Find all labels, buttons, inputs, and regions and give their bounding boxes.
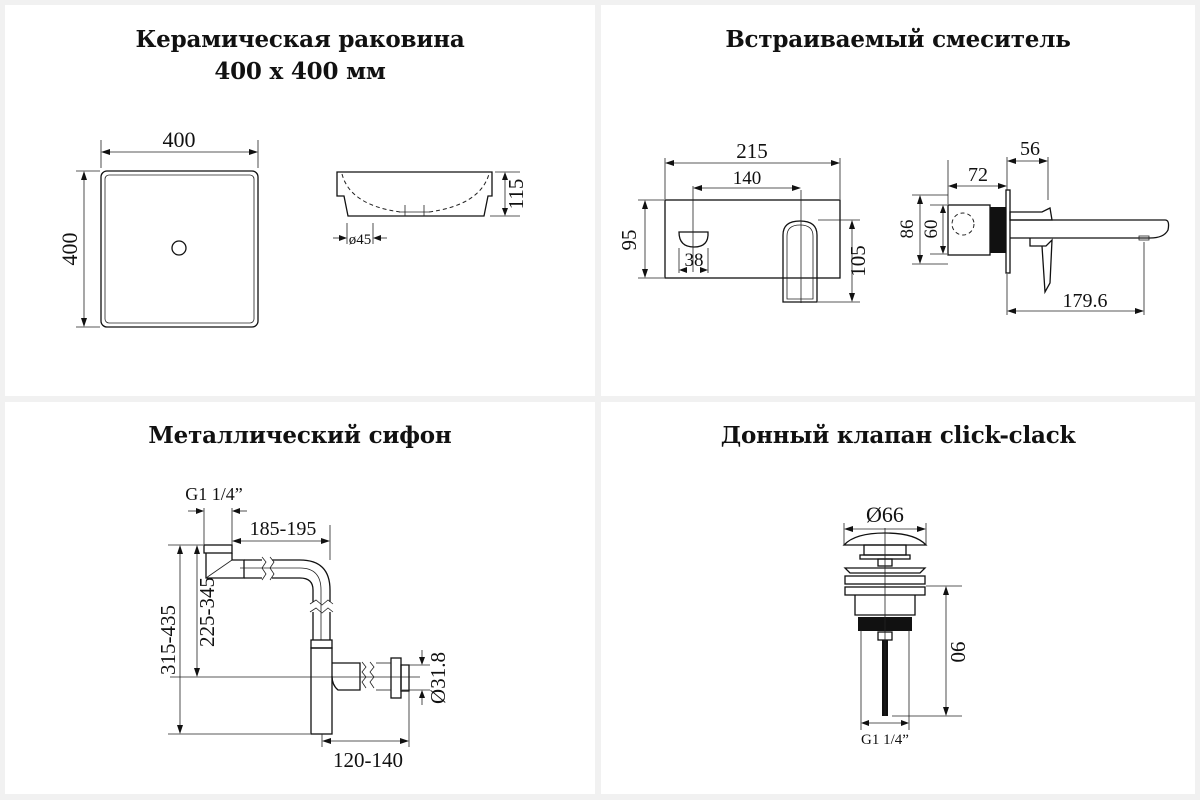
faucet-spout-height-dimension: 105: [818, 219, 870, 303]
drain-valve-cap-dimension: Ø66: [843, 502, 927, 545]
siphon-total-height-label: 315-435: [156, 605, 180, 675]
siphon-drawing: G1 1/4” 185-195 315-435: [156, 484, 450, 772]
drain-valve-length-label: 90: [946, 642, 970, 663]
faucet-inner-height-label: 60: [921, 220, 942, 239]
sink-width-dimension: 400: [100, 127, 259, 168]
drain-valve-thread-dimension: G1 1/4”: [861, 720, 909, 748]
sink-drain-dimension: ø45: [333, 223, 387, 248]
faucet-plate-width-label: 215: [736, 139, 768, 163]
siphon-reach-label: 185-195: [250, 518, 317, 540]
faucet-plate-height-label: 95: [617, 230, 641, 251]
faucet-plate-height-dimension: 95: [617, 199, 664, 279]
drain-valve-drawing: Ø66 90 G1 1/4”: [842, 502, 970, 748]
faucet-depth-dimensions: 72 56: [947, 138, 1049, 204]
siphon-panel: Металлический сифон: [5, 402, 595, 794]
sink-height-dimension: 400: [57, 170, 100, 328]
sink-panel: Керамическая раковина 400 x 400 мм 400: [5, 5, 595, 396]
sink-title: Керамическая раковина 400 x 400 мм: [5, 24, 595, 88]
sink-title-line1: Керамическая раковина: [135, 26, 465, 53]
siphon-thread-dimension: G1 1/4”: [185, 484, 247, 545]
siphon-outlet-diameter-dimension: Ø31.8: [402, 650, 450, 705]
siphon-reach-dimension: 185-195: [232, 518, 331, 560]
drain-valve-panel: Донный клапан click-clack: [601, 402, 1195, 794]
sink-width-label: 400: [163, 127, 196, 152]
sink-height-label: 400: [57, 233, 82, 266]
drain-valve-body: [842, 528, 928, 730]
siphon-wall-offset-label: 120-140: [333, 748, 403, 772]
faucet-spout-offset-dimension: 140: [693, 168, 801, 191]
siphon-total-height-dimension: 315-435: [156, 544, 310, 735]
faucet-drawing: 215 140 95 38: [617, 138, 1170, 315]
siphon-outlet-height-dimension: 225-345: [170, 545, 420, 678]
faucet-handle-width-dimension: 38: [678, 248, 709, 273]
drain-valve-thread-label: G1 1/4”: [861, 732, 909, 748]
faucet-spout-height-label: 105: [846, 245, 870, 277]
faucet-outer-height-label: 86: [897, 220, 918, 239]
faucet-spout-offset-label: 140: [733, 168, 762, 189]
sink-side-height-label: 115: [504, 179, 528, 210]
faucet-side-view: [947, 189, 1170, 295]
sink-drain-label: ø45: [349, 232, 372, 248]
drain-valve-length-dimension: 90: [892, 585, 970, 717]
faucet-plate-width-dimension: 215: [664, 139, 841, 199]
sink-side-height-dimension: 115: [490, 171, 528, 217]
siphon-thread-label: G1 1/4”: [185, 484, 243, 504]
faucet-reach-dimension: 179.6: [1006, 242, 1145, 315]
faucet-title: Встраиваемый смеситель: [725, 26, 1071, 53]
drain-valve-title: Донный клапан click-clack: [720, 422, 1076, 449]
siphon-outlet-height-label: 225-345: [195, 577, 219, 647]
drain-valve-cap-label: Ø66: [866, 502, 904, 527]
sink-side-view: [336, 171, 493, 217]
faucet-reach-label: 179.6: [1063, 290, 1108, 312]
sink-title-line2: 400 x 400 мм: [214, 58, 386, 85]
sink-top-view: [100, 170, 259, 328]
faucet-handle-width-label: 38: [685, 250, 704, 271]
siphon-title: Металлический сифон: [148, 422, 452, 449]
faucet-body-depth-label: 72: [968, 164, 988, 186]
siphon-body: [203, 544, 410, 735]
siphon-outlet-diameter-label: Ø31.8: [426, 652, 450, 704]
faucet-plate-to-wall-label: 56: [1020, 138, 1040, 160]
siphon-wall-offset-dimension: 120-140: [321, 691, 410, 772]
faucet-panel: Встраиваемый смеситель 215: [601, 5, 1195, 396]
sink-drawing: 400 400: [57, 127, 528, 328]
faucet-body-height-dimensions: 86 60: [897, 194, 948, 265]
faucet-front-view: [664, 186, 841, 303]
